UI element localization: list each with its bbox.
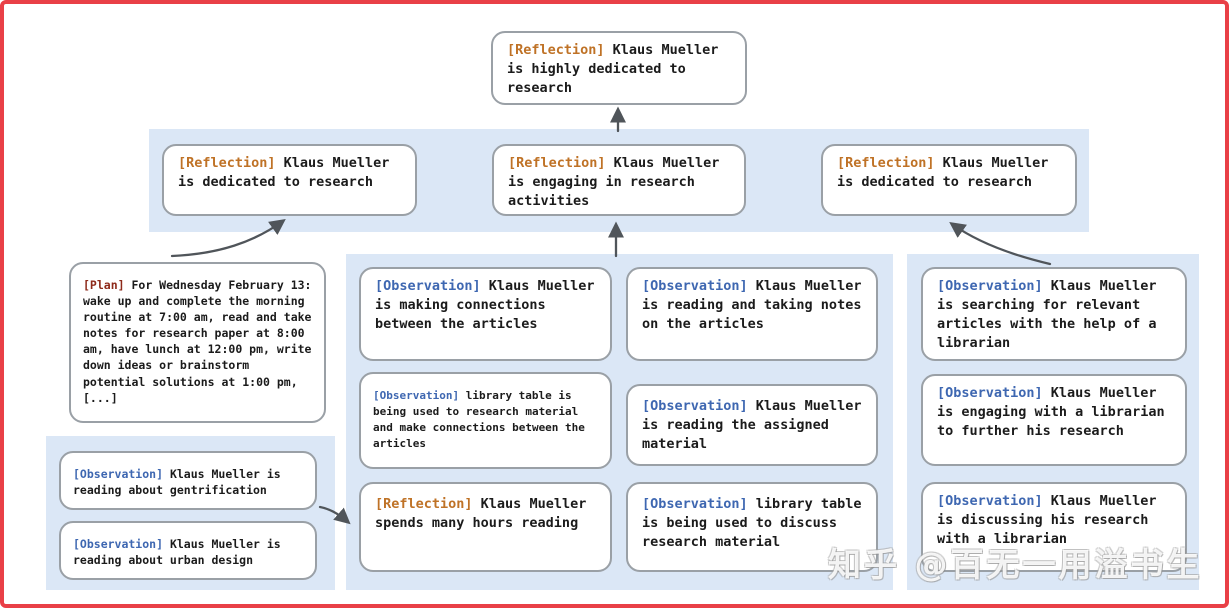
observation-tag: [Observation] [642, 278, 748, 294]
node-observation-library-table-research: [Observation]library table is being used… [359, 372, 612, 469]
node-plan: [Plan]For Wednesday February 13: wake up… [69, 262, 326, 423]
node-text: Klaus Mueller is making connections betw… [375, 278, 595, 333]
node-text: Klaus Mueller is reading about gentrific… [73, 467, 281, 498]
node-observation-urban-design: [Observation]Klaus Mueller is reading ab… [59, 521, 317, 580]
plan-tag: [Plan] [83, 278, 125, 292]
reflection-tag: [Reflection] [837, 155, 935, 171]
observation-tag: [Observation] [73, 467, 164, 481]
observation-tag: [Observation] [642, 398, 748, 414]
node-text: Klaus Mueller is reading about urban des… [73, 537, 281, 568]
observation-tag: [Observation] [373, 389, 460, 402]
node-reflection-left: [Reflection]Klaus Mueller is dedicated t… [162, 144, 417, 216]
node-observation-discussing-librarian: [Observation]Klaus Mueller is discussing… [921, 482, 1187, 572]
reflection-tag: [Reflection] [508, 155, 606, 171]
node-text: Klaus Mueller is engaging in research ac… [508, 155, 720, 210]
node-text: Klaus Mueller is dedicated to research [178, 155, 390, 191]
observation-tag: [Observation] [73, 537, 164, 551]
node-observation-gentrification: [Observation]Klaus Mueller is reading ab… [59, 451, 317, 510]
node-observation-assigned-material: [Observation]Klaus Mueller is reading th… [626, 384, 878, 466]
node-text: Klaus Mueller is reading and taking note… [642, 278, 862, 333]
node-observation-engaging-librarian: [Observation]Klaus Mueller is engaging w… [921, 374, 1187, 466]
zhihu-watermark: 知乎 @百无一用溢书生 [828, 545, 1203, 584]
node-text: Klaus Mueller spends many hours reading [375, 496, 587, 532]
node-text: Klaus Mueller is searching for relevant … [937, 278, 1157, 352]
node-observation-searching-articles: [Observation]Klaus Mueller is searching … [921, 267, 1187, 361]
node-observation-taking-notes: [Observation]Klaus Mueller is reading an… [626, 267, 878, 361]
node-observation-making-connections: [Observation]Klaus Mueller is making con… [359, 267, 612, 361]
node-observation-library-table-discuss: [Observation]library table is being used… [626, 482, 878, 572]
node-root-reflection: [Reflection]Klaus Mueller is highly dedi… [491, 31, 747, 105]
node-text: Klaus Mueller is dedicated to research [837, 155, 1049, 191]
node-text: For Wednesday February 13: wake up and c… [83, 278, 312, 405]
reflection-tag: [Reflection] [507, 42, 605, 58]
node-text: Klaus Mueller is engaging with a librari… [937, 385, 1165, 440]
node-text: Klaus Mueller is reading the assigned ma… [642, 398, 862, 453]
node-text: Klaus Mueller is discussing his research… [937, 493, 1157, 548]
node-text: library table is being used to discuss r… [642, 496, 862, 551]
node-reflection-middle: [Reflection]Klaus Mueller is engaging in… [492, 144, 746, 216]
observation-tag: [Observation] [937, 278, 1043, 294]
reflection-tag: [Reflection] [178, 155, 276, 171]
node-reflection-spends-hours-reading: [Reflection]Klaus Mueller spends many ho… [359, 482, 612, 572]
reflection-tag: [Reflection] [375, 496, 473, 512]
observation-tag: [Observation] [937, 493, 1043, 509]
node-text: library table is being used to research … [373, 389, 585, 451]
observation-tag: [Observation] [642, 496, 748, 512]
observation-tag: [Observation] [937, 385, 1043, 401]
node-text: Klaus Mueller is highly dedicated to res… [507, 42, 719, 97]
observation-tag: [Observation] [375, 278, 481, 294]
node-reflection-right: [Reflection]Klaus Mueller is dedicated t… [821, 144, 1077, 216]
